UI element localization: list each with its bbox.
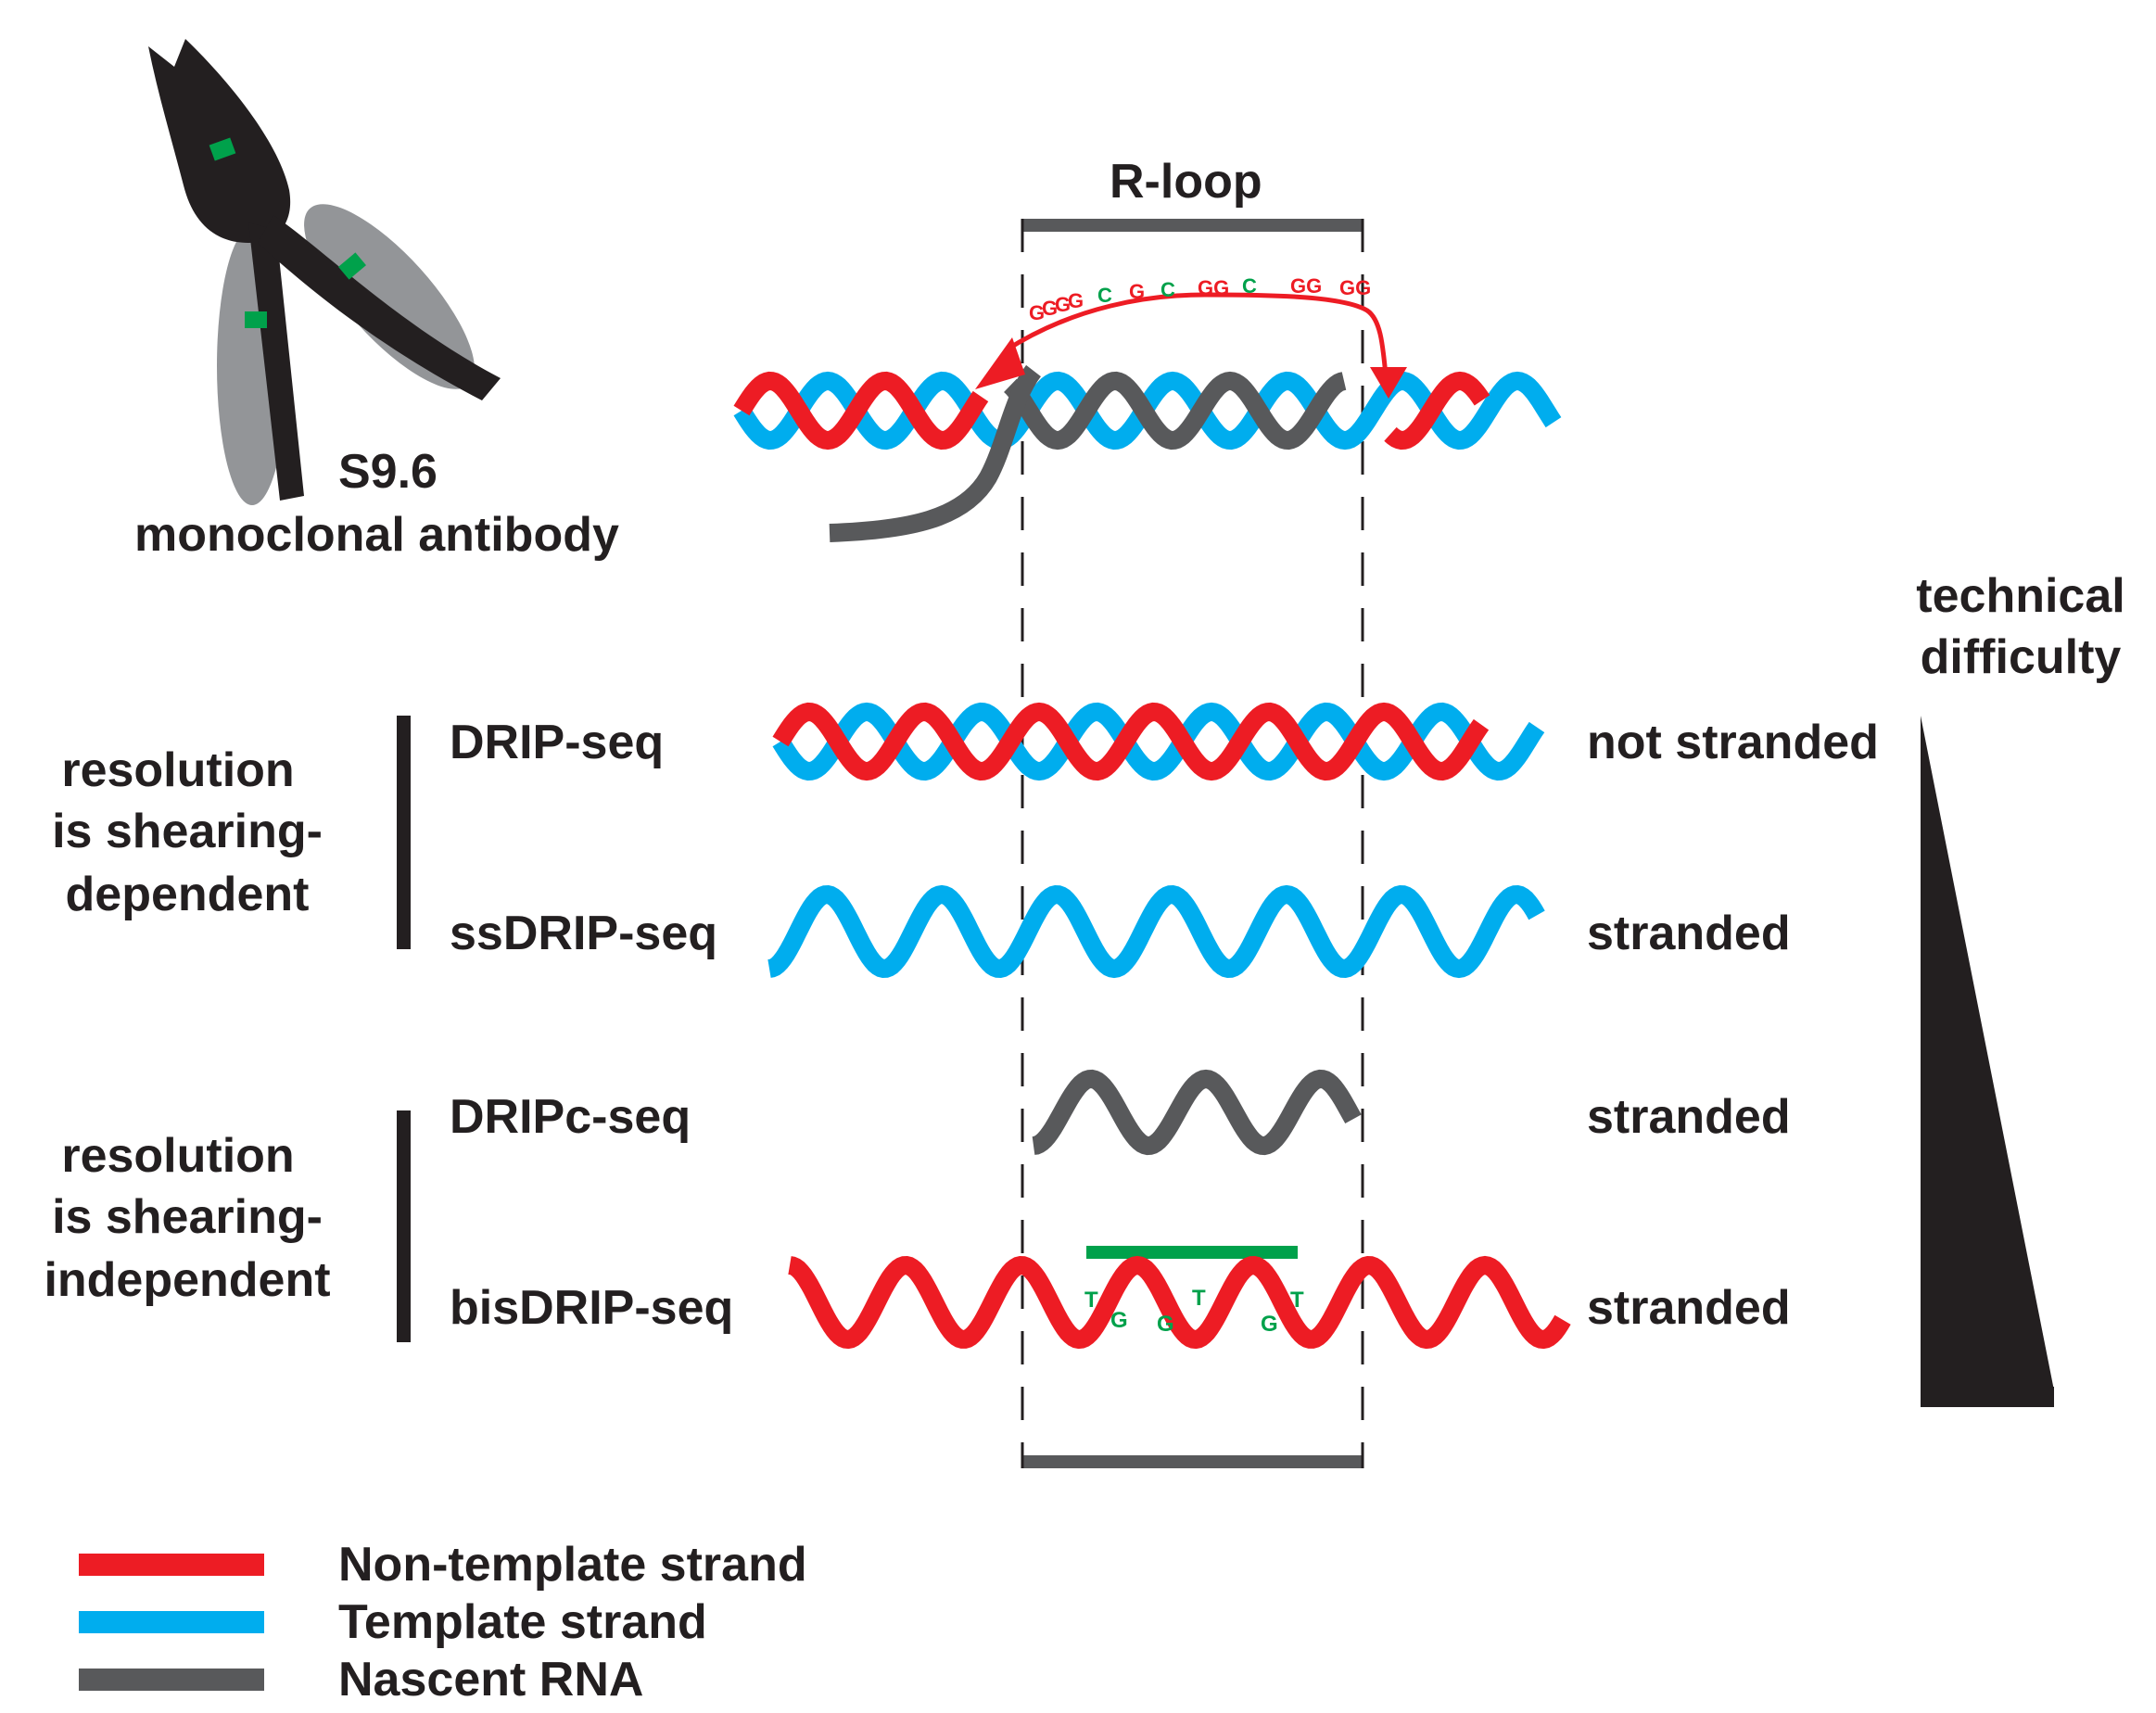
method-name-dripc-seq: DRIPc-seq — [450, 1090, 691, 1144]
bisulfite-converted-region-bar — [1086, 1246, 1298, 1259]
group-2-line-1: resolution — [61, 1129, 294, 1183]
displaced-strand-base: G — [1068, 289, 1084, 312]
group-1-line-1: resolution — [61, 743, 294, 797]
epitope-site-top — [209, 137, 236, 161]
r-loop-top-bar — [1022, 219, 1363, 232]
displaced-strand-base: G — [1042, 297, 1058, 320]
group-bracket-shearing-independent — [397, 1110, 411, 1342]
legend-label-rna: Nascent RNA — [338, 1653, 643, 1707]
difficulty-wedge-base — [1921, 1387, 2054, 1407]
displaced-strand-loop — [1004, 292, 1389, 376]
nascent-rna-tail — [829, 364, 1042, 542]
displaced-strand-base: C — [1242, 274, 1257, 298]
displaced-strand-base: GG — [1198, 276, 1229, 299]
group-1-line-3: dependent — [66, 868, 310, 921]
r-loop-label: R-loop — [1110, 155, 1262, 209]
group-2-line-2: is shearing- — [52, 1190, 323, 1244]
bisulfite-base: G — [1157, 1312, 1174, 1337]
method-name-bisdrip-seq: bisDRIP-seq — [450, 1281, 733, 1335]
bisdrip-seq-non-template-wave — [788, 1255, 1571, 1350]
stranding-ssdrip-seq: stranded — [1587, 907, 1791, 960]
displaced-strand-base: G — [1029, 301, 1045, 324]
nascent-rna-hybrid-wave — [1004, 371, 1347, 450]
legend-swatch-rna — [79, 1669, 264, 1691]
displaced-strand-arrowhead-right — [1370, 367, 1407, 399]
legend-swatch-non-template — [79, 1554, 264, 1576]
method-name-ssdrip-seq: ssDRIP-seq — [450, 907, 717, 960]
antibody-name: S9.6 — [338, 445, 438, 499]
group-1-line-2: is shearing- — [52, 805, 323, 858]
non-template-strand-wave-left — [733, 371, 989, 450]
difficulty-label-line-1: technical — [1916, 569, 2124, 623]
group-2-line-3: independent — [44, 1253, 330, 1307]
legend-swatch-template — [79, 1611, 264, 1633]
displaced-strand-base: G — [1129, 280, 1145, 303]
legend-label-non-template: Non-template strand — [338, 1538, 807, 1592]
displaced-strand-arrowhead-left — [975, 337, 1025, 389]
bisulfite-base: G — [1110, 1308, 1128, 1333]
stranding-drip-seq: not stranded — [1587, 716, 1879, 769]
displaced-strand-base: GG — [1290, 274, 1322, 298]
difficulty-wedge — [1921, 716, 2054, 1390]
stranding-bisdrip-seq: stranded — [1587, 1281, 1791, 1335]
group-bracket-shearing-dependent — [397, 716, 411, 949]
r-loop-bottom-bar — [1022, 1455, 1363, 1468]
antibody-subtitle: monoclonal antibody — [134, 508, 619, 562]
bisulfite-base: T — [1192, 1286, 1206, 1311]
method-name-drip-seq: DRIP-seq — [450, 716, 664, 769]
antibody-fc-fragment — [148, 39, 291, 243]
ssdrip-seq-template-wave — [767, 884, 1545, 979]
difficulty-label-line-2: difficulty — [1921, 630, 2122, 684]
antibody-heavy-chain-right — [258, 215, 501, 400]
displaced-strand-base: GG — [1339, 276, 1371, 299]
epitope-site-left — [245, 311, 267, 328]
displaced-strand-base: G — [1055, 293, 1071, 316]
drip-seq-non-template-wave — [772, 702, 1490, 781]
s9-6-antibody-icon — [148, 39, 501, 505]
bisulfite-base: T — [1290, 1288, 1304, 1313]
legend-label-template: Template strand — [338, 1595, 707, 1649]
non-template-strand-wave-right — [1384, 371, 1490, 450]
displaced-strand-base: C — [1097, 284, 1112, 307]
bisulfite-base: T — [1084, 1288, 1098, 1313]
dripc-seq-rna-wave — [1032, 1069, 1362, 1156]
epitope-site-right — [338, 252, 366, 280]
antibody-heavy-chain-left — [248, 222, 304, 501]
displaced-strand-base: C — [1160, 278, 1175, 301]
stranding-dripc-seq: stranded — [1587, 1090, 1791, 1144]
bisulfite-base: G — [1261, 1312, 1278, 1337]
